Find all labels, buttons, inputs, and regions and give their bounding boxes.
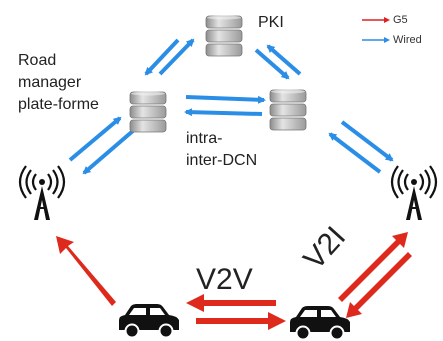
link-pki-dcn [254, 44, 302, 80]
dcn-label-line: intra- [186, 130, 223, 147]
v2v-label: V2V [196, 263, 253, 296]
pki-server-icon [205, 15, 243, 57]
dcn-label: intra- inter-DCN [186, 128, 257, 172]
link-v2v [186, 294, 286, 330]
legend-wired-label: Wired [393, 34, 422, 46]
road-manager-label-line: Road [18, 52, 57, 69]
dcn-server-icon [269, 89, 307, 131]
legend-wired-arrow-icon [362, 37, 390, 43]
road-manager-label-line: manager [18, 74, 82, 91]
dcn-label-line: inter-DCN [186, 152, 258, 169]
road-manager-label: Road manager plate-forme [18, 50, 99, 116]
link-car-left-rsu-left [56, 236, 116, 306]
rsu-left-antenna-icon [18, 164, 66, 222]
pki-label: PKI [258, 14, 284, 31]
road-manager-label-line: plate-forme [18, 96, 99, 113]
road-manager-server-icon [129, 91, 167, 133]
link-dcn-rsu-right [328, 120, 394, 174]
link-road-manager-rsu-left [68, 116, 136, 175]
car-left-icon [118, 303, 180, 339]
link-v2i [338, 232, 412, 318]
rsu-right-antenna-icon [390, 164, 438, 222]
legend-g5-label: G5 [393, 14, 408, 26]
legend-g5-arrow-icon [362, 17, 390, 23]
link-pki-road-manager [144, 38, 195, 76]
link-road-manager-dcn [184, 95, 266, 117]
car-right-icon [289, 305, 351, 341]
legend [362, 17, 390, 43]
